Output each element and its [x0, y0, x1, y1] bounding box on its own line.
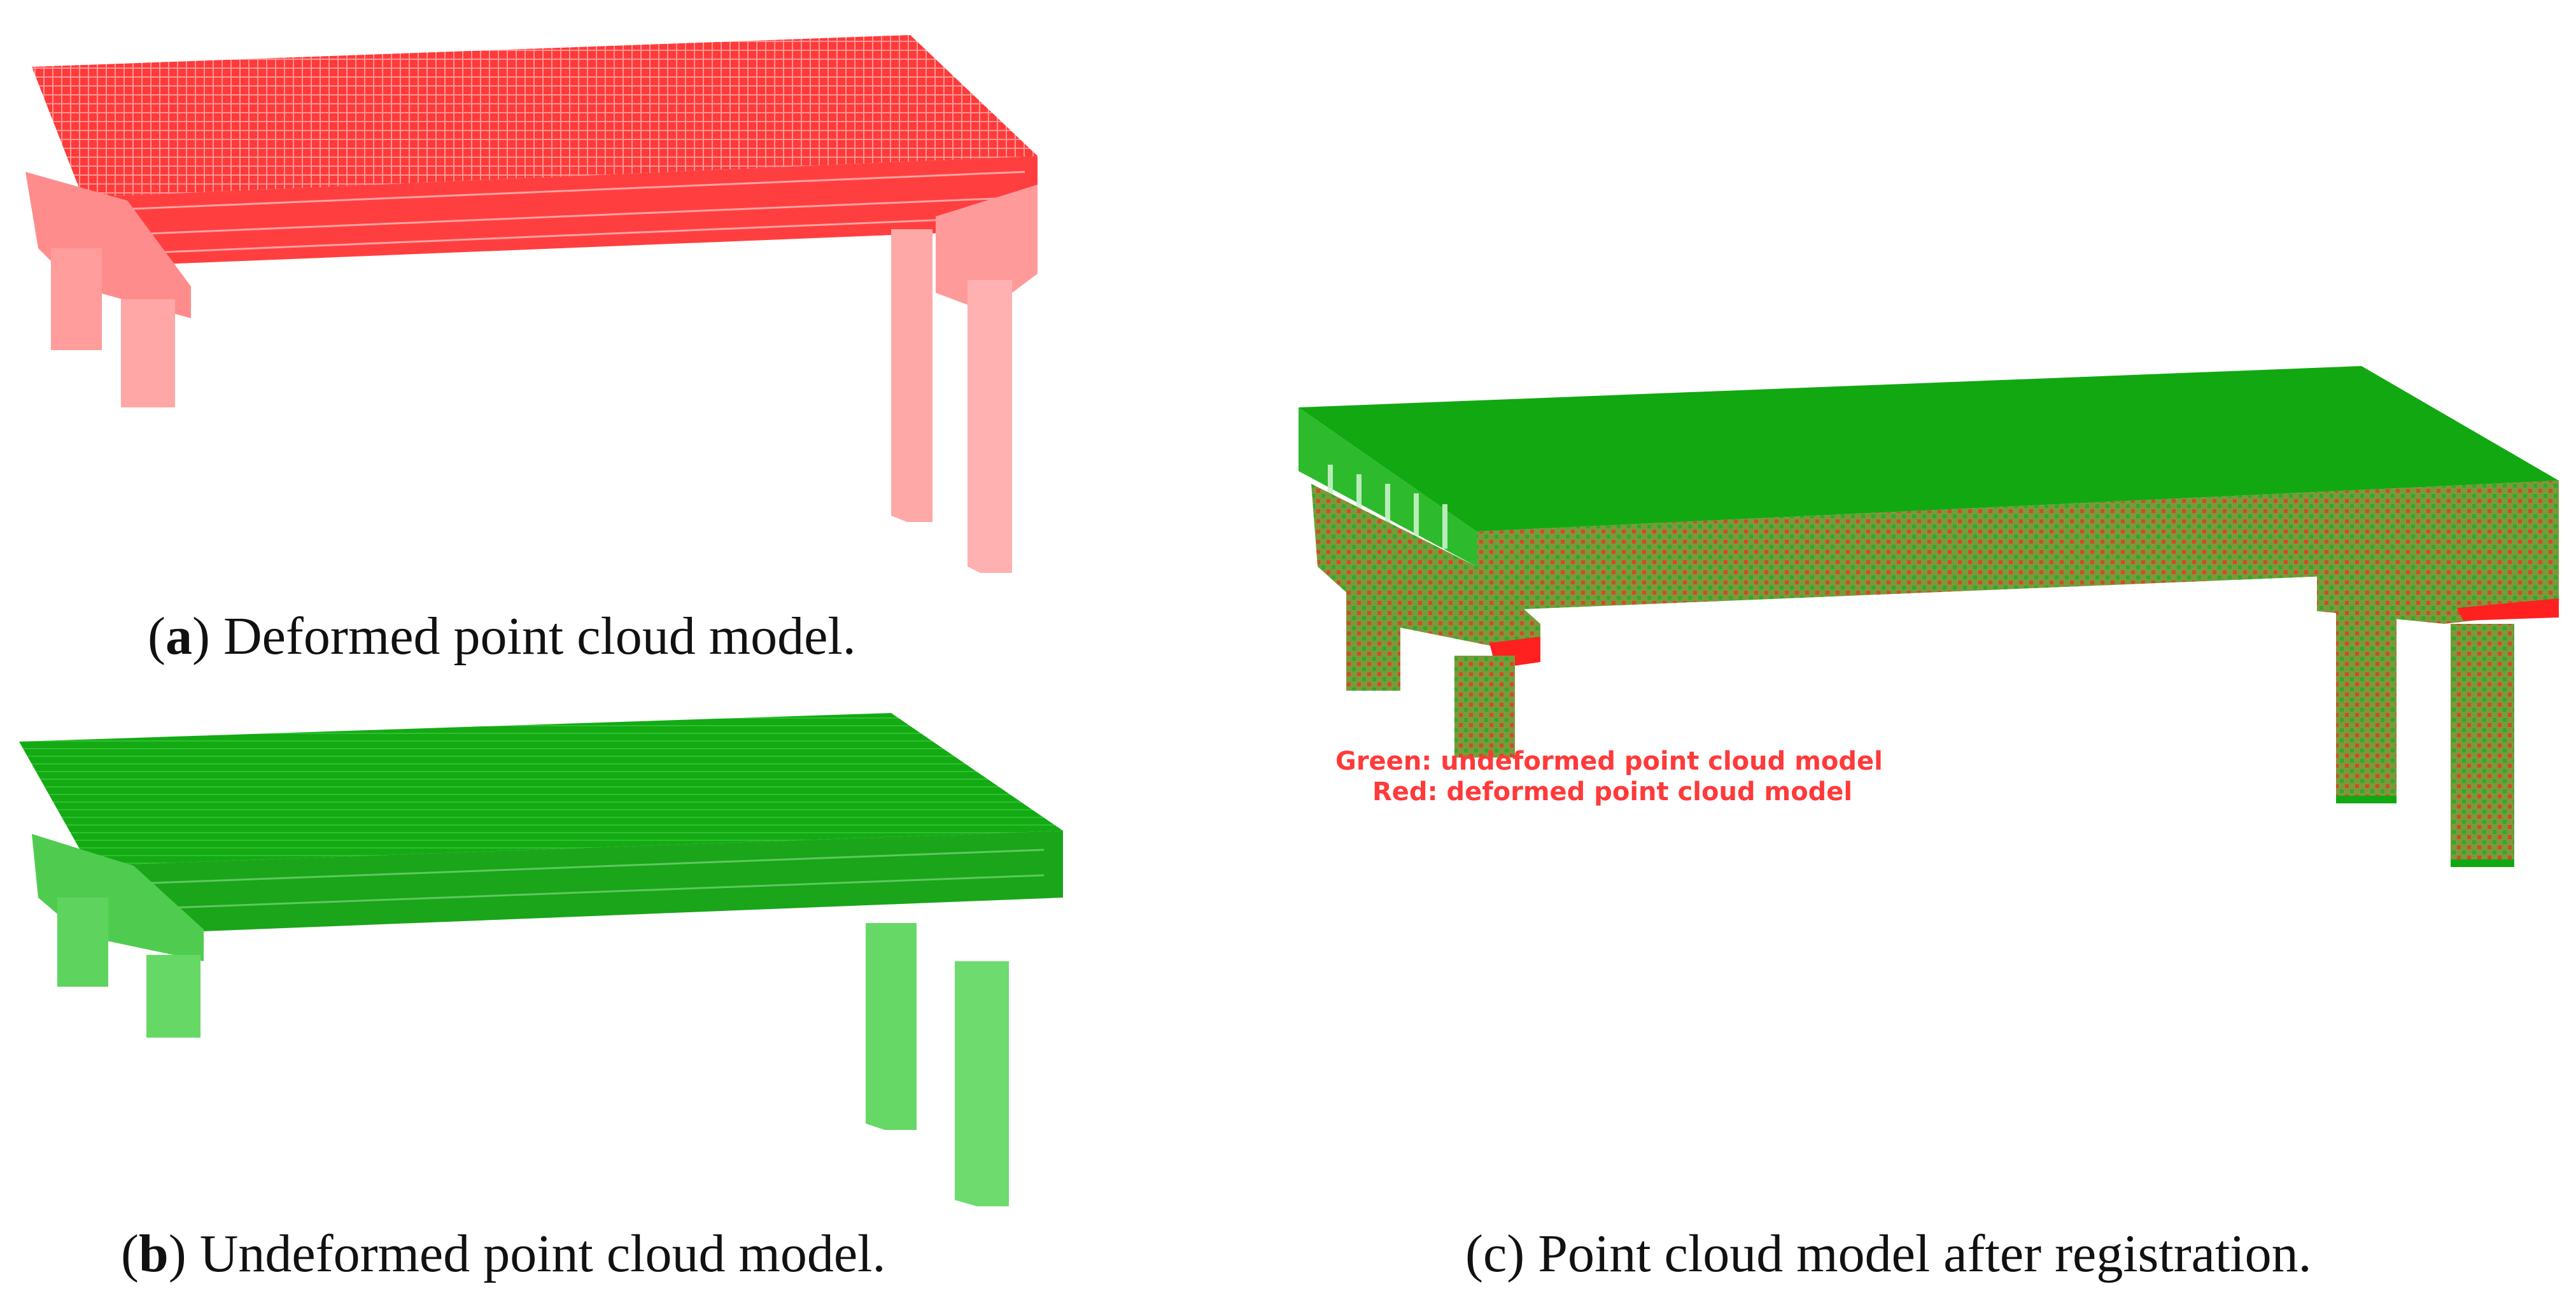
left-pier-back	[57, 898, 108, 987]
deck-top	[32, 35, 1038, 197]
right-pier-front	[968, 280, 1012, 573]
caption-a-text: Deformed point cloud model.	[223, 607, 856, 666]
caption-b-letter: b	[138, 1224, 169, 1283]
deck-top	[19, 713, 1063, 866]
right-pier-back	[2336, 567, 2397, 802]
deck-side	[83, 156, 1038, 267]
left-pier-back	[51, 248, 102, 350]
left-pier-back	[1346, 586, 1400, 691]
legend-red-line: Red: deformed point cloud model	[1372, 777, 1853, 807]
caption-c-text: Point cloud model after registration.	[1538, 1224, 2312, 1283]
deck-side	[1477, 481, 2559, 611]
left-pier-front	[121, 299, 175, 407]
caption-b: (b) Undeformed point cloud model.	[121, 1224, 886, 1283]
left-pier-front	[1454, 656, 1515, 758]
registration-legend: Green: undeformed point cloud model Red:…	[1335, 746, 1883, 807]
right-pier-front	[955, 961, 1009, 1206]
right-pier-front	[2451, 624, 2514, 866]
caption-a-letter: a	[165, 607, 192, 666]
caption-c: (c) Point cloud model after registration…	[1465, 1224, 2312, 1283]
panel-a-deformed-model	[25, 35, 1038, 573]
left-pier-front	[146, 955, 201, 1038]
caption-c-letter: c	[1482, 1224, 1507, 1283]
left-cap-beam	[32, 834, 204, 961]
panel-b-undeformed-model	[19, 713, 1063, 1206]
deck-top	[1299, 366, 2559, 532]
left-cap-beam	[1311, 484, 1540, 656]
panel-c-registered-model	[1299, 366, 2559, 867]
deck-side	[89, 831, 1063, 936]
legend-green-line: Green: undeformed point cloud model	[1335, 747, 1883, 776]
right-pier-back	[866, 923, 917, 1130]
left-cap-beam	[25, 172, 191, 318]
caption-b-text: Undeformed point cloud model.	[199, 1224, 886, 1283]
caption-a: (a) Deformed point cloud model.	[148, 607, 856, 666]
right-pier-back	[891, 229, 933, 522]
